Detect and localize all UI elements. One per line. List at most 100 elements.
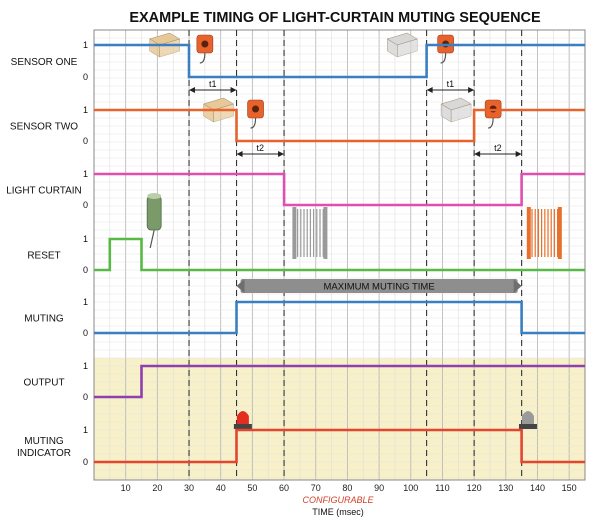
sensor-cable: [250, 117, 257, 129]
box-4-icon: [440, 97, 472, 123]
beacon-base: [233, 424, 252, 429]
x-tick-label: 90: [374, 483, 384, 493]
x-tick-label: 110: [435, 483, 449, 493]
package-front: [213, 103, 234, 123]
x-tick-label: 50: [247, 483, 257, 493]
row-label-sensor_two: SENSOR TWO: [10, 122, 78, 133]
x-tick-label: 20: [152, 483, 162, 493]
curtain-grey-icon: [292, 207, 328, 259]
x-tick-label: 120: [467, 483, 482, 493]
sensor-cable: [440, 52, 447, 64]
x-tick-label: 100: [403, 483, 418, 493]
beacon-base: [518, 424, 537, 429]
interval-label: t1: [209, 79, 217, 89]
curtain-post-left: [526, 207, 531, 259]
beacon-dome: [236, 411, 249, 424]
sensor-2a-icon: [247, 99, 264, 129]
signal-traces: [94, 43, 585, 464]
highlight-background: [94, 358, 585, 480]
interval-arrow-right: [515, 151, 522, 157]
sensor-1b-icon: [437, 34, 454, 64]
curtain-red-icon: [526, 207, 562, 259]
interval-arrow-right: [278, 151, 285, 157]
sensor-2b-icon: [484, 99, 502, 129]
interval-arrow-left: [474, 151, 481, 157]
signal-sensor_two: [94, 108, 585, 143]
level-high-label: 1: [83, 425, 88, 435]
level-low-label: 0: [83, 136, 88, 146]
beacon-red-icon: [233, 411, 252, 429]
interval-label: t2: [257, 143, 265, 153]
x-tick-label: 70: [311, 483, 321, 493]
level-low-label: 0: [83, 265, 88, 275]
interval-arrow-right: [230, 87, 237, 93]
interval-arrow-left: [236, 151, 243, 157]
x-tick-label: 140: [530, 483, 545, 493]
level-low-label: 0: [83, 72, 88, 82]
interval-arrow-right: [468, 87, 475, 93]
signal-reset: [94, 237, 585, 272]
beacon-grey-icon: [518, 411, 537, 429]
signal-light_curtain: [94, 172, 585, 207]
package-front: [450, 103, 472, 123]
interval-label: t1: [447, 79, 455, 89]
switch-body: [146, 195, 162, 231]
interval-label: t2: [494, 143, 502, 153]
row-label-output: OUTPUT: [23, 378, 64, 389]
interval-arrow-left: [426, 87, 433, 93]
x-tick-label: 40: [216, 483, 226, 493]
signal-muting: [94, 300, 585, 335]
sensor-cable: [488, 117, 494, 129]
banner-arrow-left: [236, 279, 245, 293]
level-low-label: 0: [83, 200, 88, 210]
level-high-label: 1: [83, 40, 88, 50]
sensor-lens: [201, 40, 209, 48]
row-label-muting_indicator: INDICATOR: [17, 448, 71, 459]
banner-arrow-right: [513, 279, 522, 293]
interval-arrow-left: [189, 87, 196, 93]
level-low-label: 0: [83, 392, 88, 402]
x-tick-label: 30: [184, 483, 194, 493]
box-1-icon: [149, 32, 181, 58]
level-high-label: 1: [83, 234, 88, 244]
sensor-1a-icon: [196, 34, 214, 64]
row-label-muting: MUTING: [24, 314, 64, 325]
reset-switch-icon: [146, 193, 162, 249]
signal-muting_indicator: [94, 428, 585, 464]
level-high-label: 1: [83, 297, 88, 307]
beacon-dome: [521, 411, 534, 424]
switch-cap: [147, 193, 162, 199]
curtain-post-right: [323, 207, 328, 259]
sensor-cable: [199, 52, 206, 64]
x-tick-label: 130: [498, 483, 513, 493]
x-axis-label: TIME (msec): [312, 507, 364, 517]
x-tick-label: 80: [342, 483, 352, 493]
row-label-sensor_one: SENSOR ONE: [11, 57, 78, 68]
sensor-lens: [252, 105, 260, 113]
row-label-reset: RESET: [27, 251, 60, 262]
plot-frame: [93, 29, 586, 481]
row-label-light_curtain: LIGHT CURTAIN: [6, 186, 82, 197]
signal-output: [94, 364, 585, 399]
guide-lines: [188, 30, 523, 480]
banner-bar: [240, 279, 518, 293]
level-low-label: 0: [83, 328, 88, 338]
highlight-region: [94, 358, 585, 480]
diagram-title: EXAMPLE TIMING OF LIGHT-CURTAIN MUTING S…: [129, 10, 541, 26]
package-front: [159, 38, 180, 58]
box-3-icon: [202, 97, 235, 123]
banner-label: MAXIMUM MUTING TIME: [324, 282, 435, 293]
box-2-icon: [386, 32, 418, 58]
x-tick-label: 150: [562, 483, 577, 493]
level-high-label: 1: [83, 361, 88, 371]
level-high-label: 1: [83, 169, 88, 179]
x-tick-label: 60: [279, 483, 289, 493]
x-axis-configurable: CONFIGURABLE: [302, 495, 374, 505]
illustrations: [146, 32, 562, 429]
x-tick-label: 10: [121, 483, 131, 493]
curtain-post-right: [557, 207, 562, 259]
